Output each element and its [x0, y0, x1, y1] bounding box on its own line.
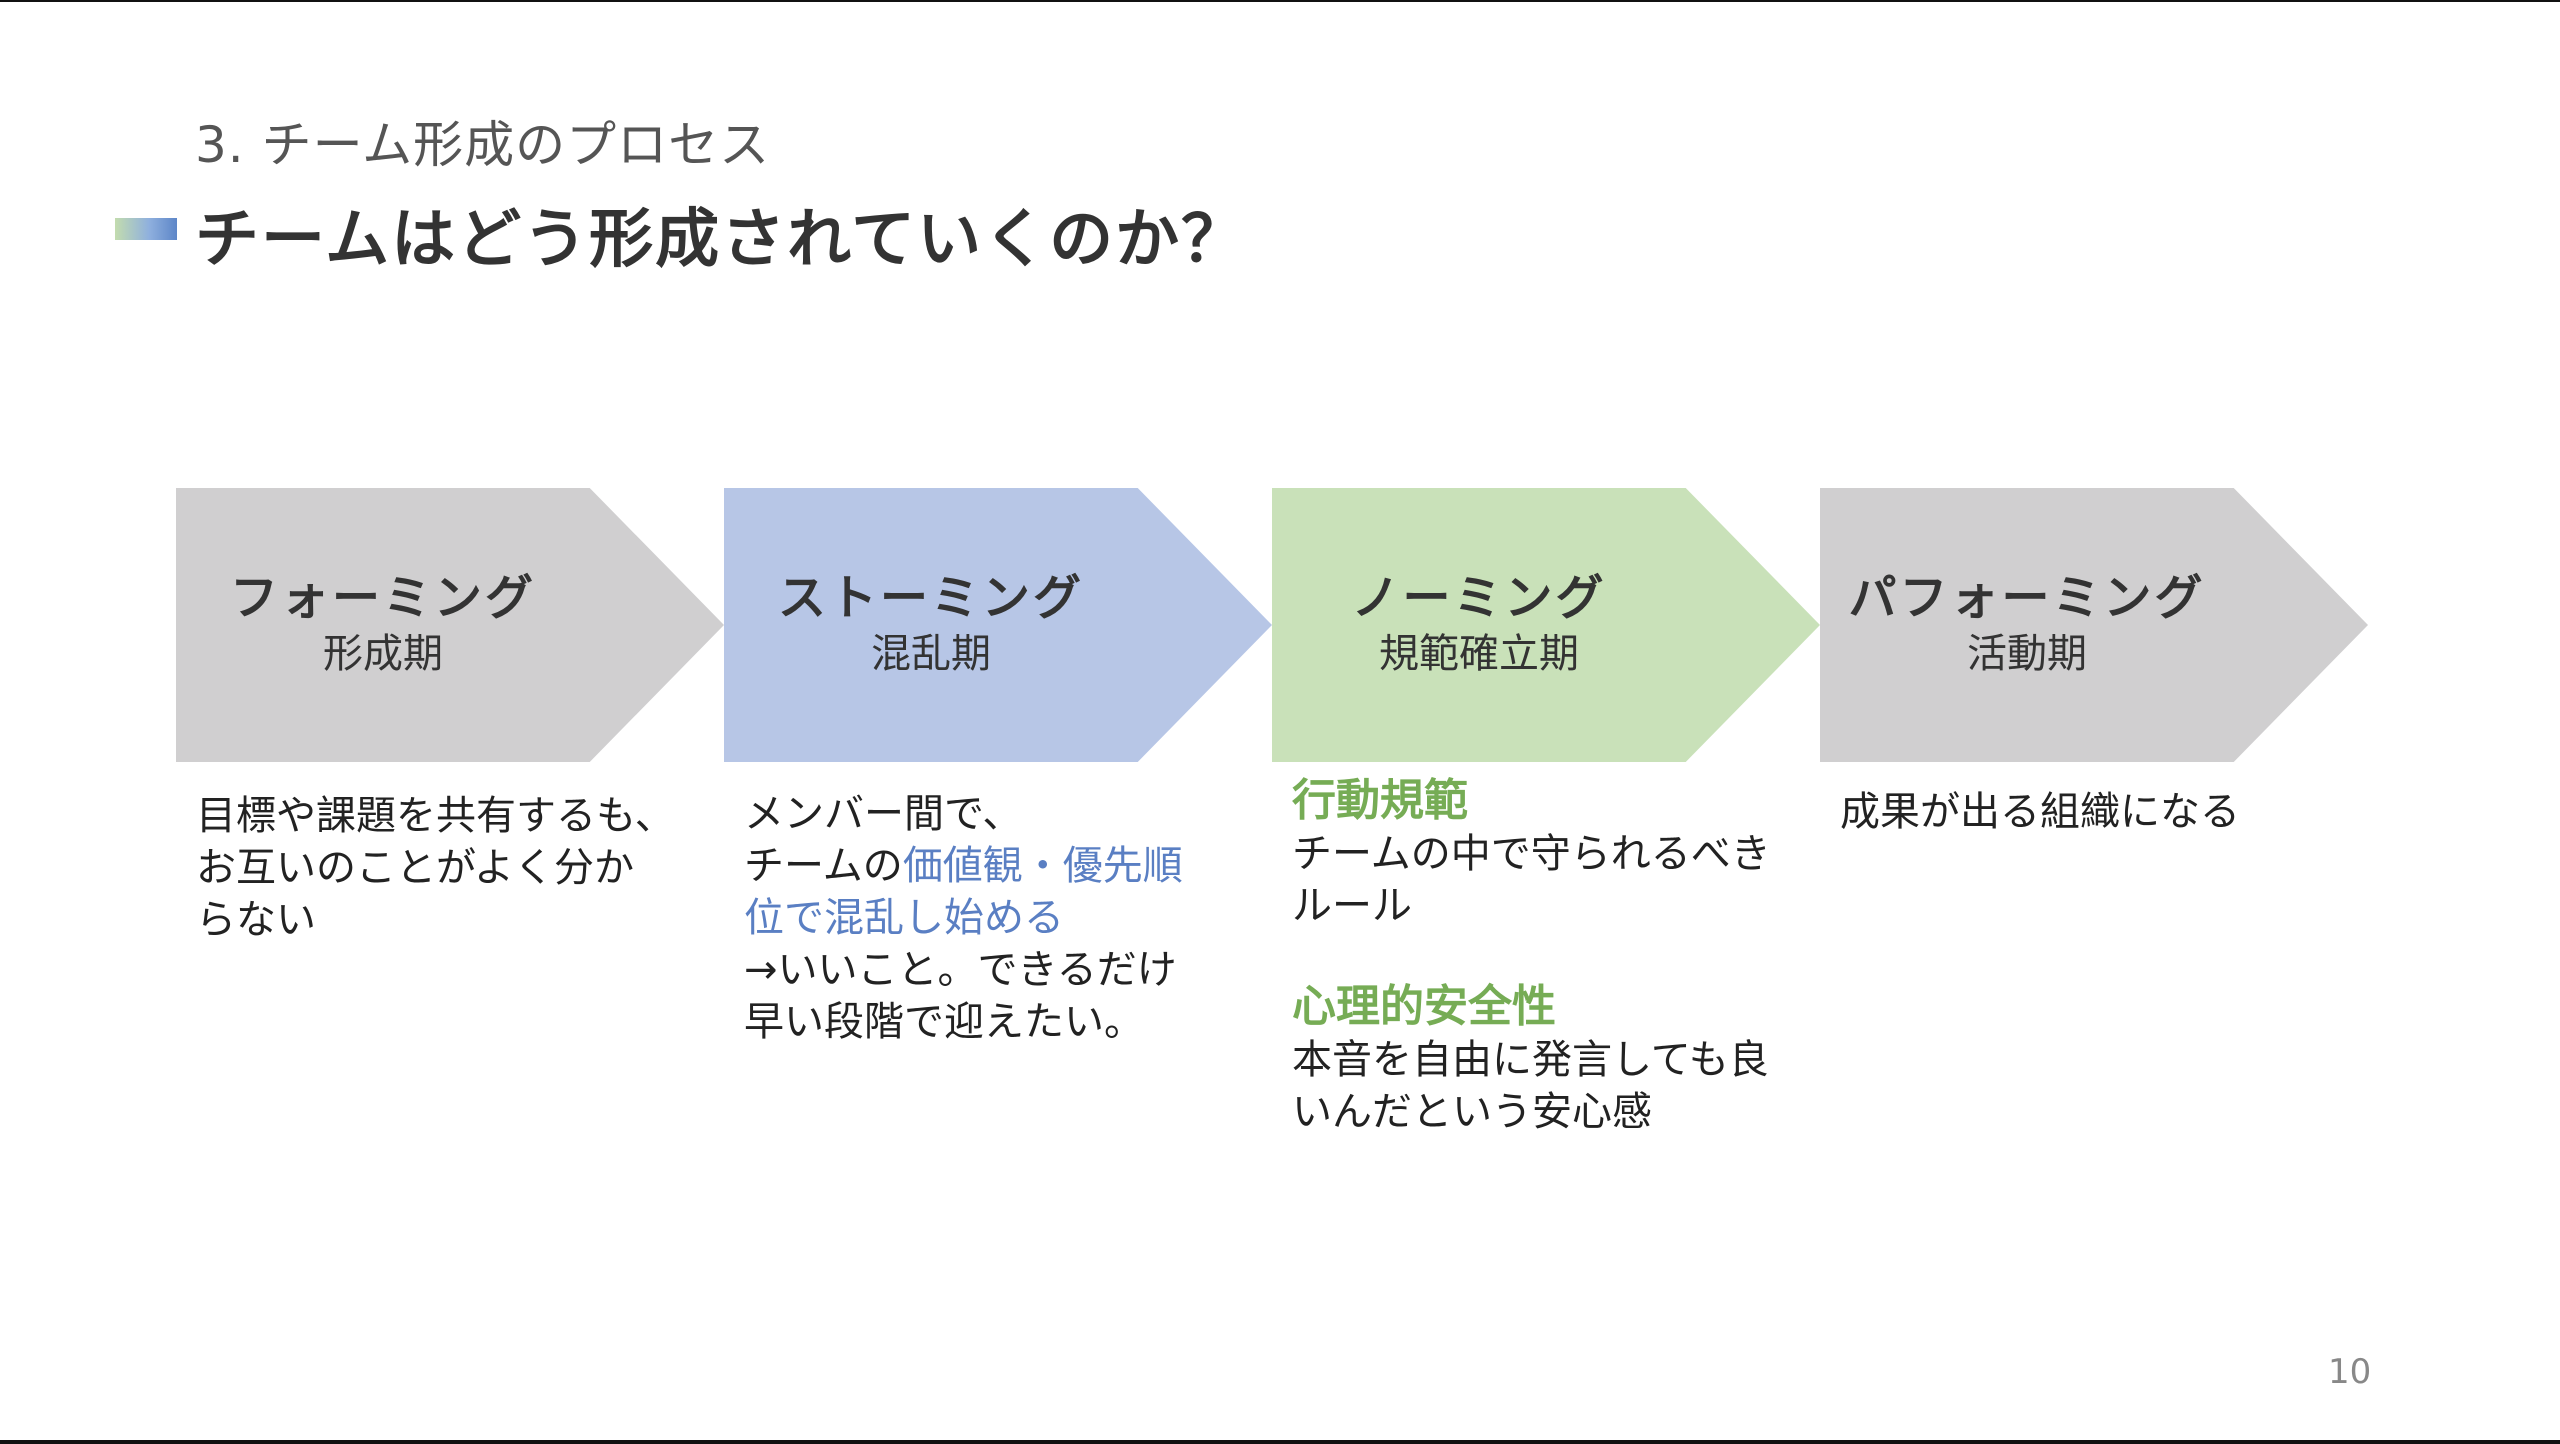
stage-name: ノーミング — [1351, 570, 1607, 626]
highlighted-text: 価値観・優先順 — [902, 843, 1183, 889]
title-accent-bar — [115, 218, 177, 240]
description-line: 目標や課題を共有するも、 — [196, 793, 675, 839]
description-line: チームの価値観・優先順 — [744, 840, 1183, 892]
subheading-psychological-safety: 心理的安全性 — [1292, 981, 1556, 1032]
description-line: いんだという安心感 — [1292, 1089, 1652, 1135]
stage-name: パフォーミング — [1848, 570, 2206, 626]
stage-subtitle: 活動期 — [1967, 631, 2087, 677]
stage-description-norming: 行動規範 チームの中で守られるべき ルール 心理的安全性 本音を自由に発言しても… — [1292, 774, 1771, 1138]
stage-chevron-storming: ストーミング 混乱期 — [724, 488, 1272, 762]
stage-description-performing: 成果が出る組織になる — [1840, 786, 2240, 838]
stage-chevron-forming: フォーミング 形成期 — [176, 488, 724, 762]
description-line: 本音を自由に発言しても良 — [1292, 1037, 1769, 1083]
description-line: →いいこと。できるだけ — [744, 947, 1177, 993]
stage-chevron-performing: パフォーミング 活動期 — [1820, 488, 2368, 762]
description-line: らない — [196, 897, 316, 943]
section-label: 3. チーム形成のプロセス — [195, 116, 771, 174]
highlighted-text: 位で混乱し始める — [744, 895, 1064, 941]
stage-name: フォーミング — [229, 570, 536, 626]
stage-subtitle: 形成期 — [323, 631, 443, 677]
description-line: お互いのことがよく分か — [196, 845, 634, 891]
slide-title: チームはどう形成されていくのか？ — [195, 203, 1248, 277]
subheading-code-of-conduct: 行動規範 — [1292, 775, 1468, 826]
stage-subtitle: 規範確立期 — [1379, 631, 1579, 677]
stage-chevron-norming: ノーミング 規範確立期 — [1272, 488, 1820, 762]
description-line: 早い段階で迎えたい。 — [744, 999, 1144, 1045]
stage-subtitle: 混乱期 — [871, 631, 991, 677]
description-line: チームの中で守られるべき — [1292, 831, 1771, 877]
description-line: ルール — [1292, 883, 1412, 929]
stage-name: ストーミング — [777, 570, 1084, 626]
page-number: 10 — [2328, 1352, 2372, 1392]
top-border — [0, 0, 2560, 2]
stage-description-storming: メンバー間で、 チームの価値観・優先順 位で混乱し始める →いいこと。できるだけ… — [744, 788, 1183, 1048]
description-line: 成果が出る組織になる — [1840, 789, 2240, 835]
description-line: メンバー間で、 — [744, 791, 1023, 837]
bottom-border — [0, 1440, 2560, 1444]
description-text: チームの — [744, 843, 903, 889]
stage-description-forming: 目標や課題を共有するも、 お互いのことがよく分か らない — [196, 790, 675, 946]
